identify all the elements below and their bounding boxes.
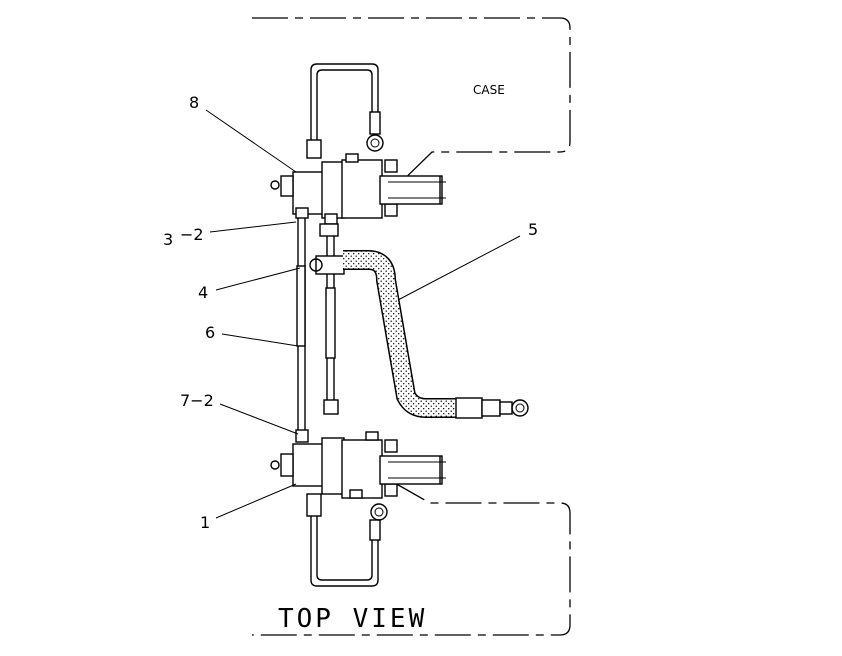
callout-4: 4 — [198, 283, 208, 302]
upper-valve-assembly — [270, 153, 446, 225]
callout-3: 3 — [163, 230, 173, 249]
view-title-text: TOP VIEW — [278, 604, 427, 634]
callout-labels: 8 3 −2 4 6 7−2 1 5 — [163, 93, 538, 532]
case-outline-upper — [252, 17, 571, 191]
case-label: CASE — [473, 83, 505, 97]
lower-tube-loop — [306, 493, 388, 587]
case-outline-lower — [252, 481, 571, 636]
upper-tube-loop — [306, 63, 384, 159]
braided-hose — [343, 250, 529, 419]
tee-fitting — [309, 255, 345, 275]
view-title: TOP VIEW — [278, 604, 427, 634]
callout-6: 6 — [205, 323, 215, 342]
lower-valve-assembly — [270, 429, 446, 499]
callout-7-2: 7−2 — [180, 391, 214, 410]
callout-8: 8 — [189, 93, 199, 112]
callout-1: 1 — [200, 513, 210, 532]
callout-5: 5 — [528, 220, 538, 239]
vertical-tubes — [296, 218, 339, 430]
callout-3-qty: −2 — [180, 225, 204, 244]
leader-lines — [205, 109, 521, 519]
